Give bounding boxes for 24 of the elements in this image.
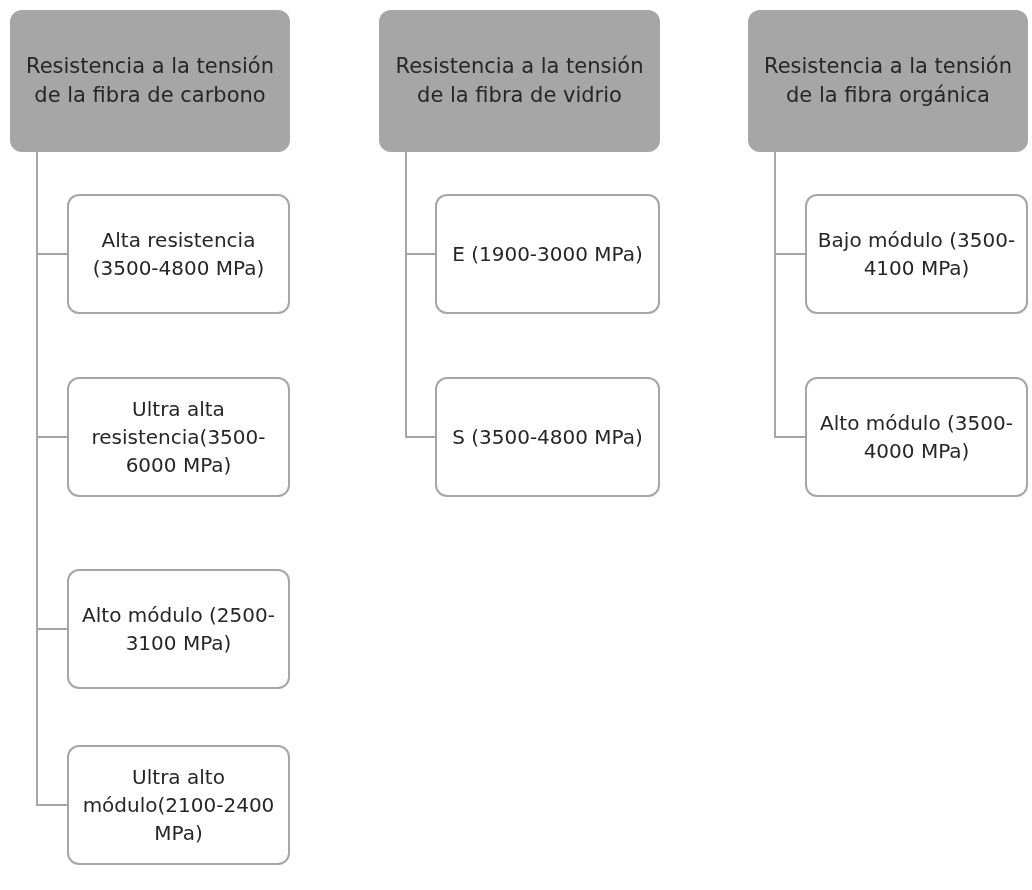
node-text: E (1900-3000 MPa) — [452, 241, 643, 268]
item-box — [435, 377, 660, 497]
connector-line — [405, 151, 436, 438]
node-text: Alto módulo (3500-4000 MPa) — [819, 410, 1014, 465]
node-text: Alta resistencia (3500-4800 MPa) — [91, 227, 266, 282]
item-box — [67, 745, 290, 865]
node-text: Ultra alta resistencia(3500-6000 MPa) — [90, 396, 267, 479]
node-text: Bajo módulo (3500-4100 MPa) — [816, 227, 1017, 282]
node-text: Alto módulo (2500-3100 MPa) — [81, 602, 276, 657]
item-box — [67, 569, 290, 689]
category-header-box — [10, 10, 290, 152]
item-box — [67, 194, 290, 314]
connector-line — [774, 151, 806, 438]
node-text: Resistencia a la tensión de la fibra orgánica — [763, 52, 1013, 109]
category-header-box — [748, 10, 1028, 152]
item-box — [67, 377, 290, 497]
node-text: Resistencia a la tensión de la fibra de vidrio — [394, 52, 645, 109]
category-header-box — [379, 10, 660, 152]
node-text: Resistencia a la tensión de la fibra de carbono — [25, 52, 275, 109]
node-text: Ultra alto módulo(2100-2400 MPa) — [81, 764, 276, 847]
item-box — [435, 194, 660, 314]
item-box — [805, 194, 1028, 314]
node-text: S (3500-4800 MPa) — [452, 424, 643, 451]
item-box — [805, 377, 1028, 497]
